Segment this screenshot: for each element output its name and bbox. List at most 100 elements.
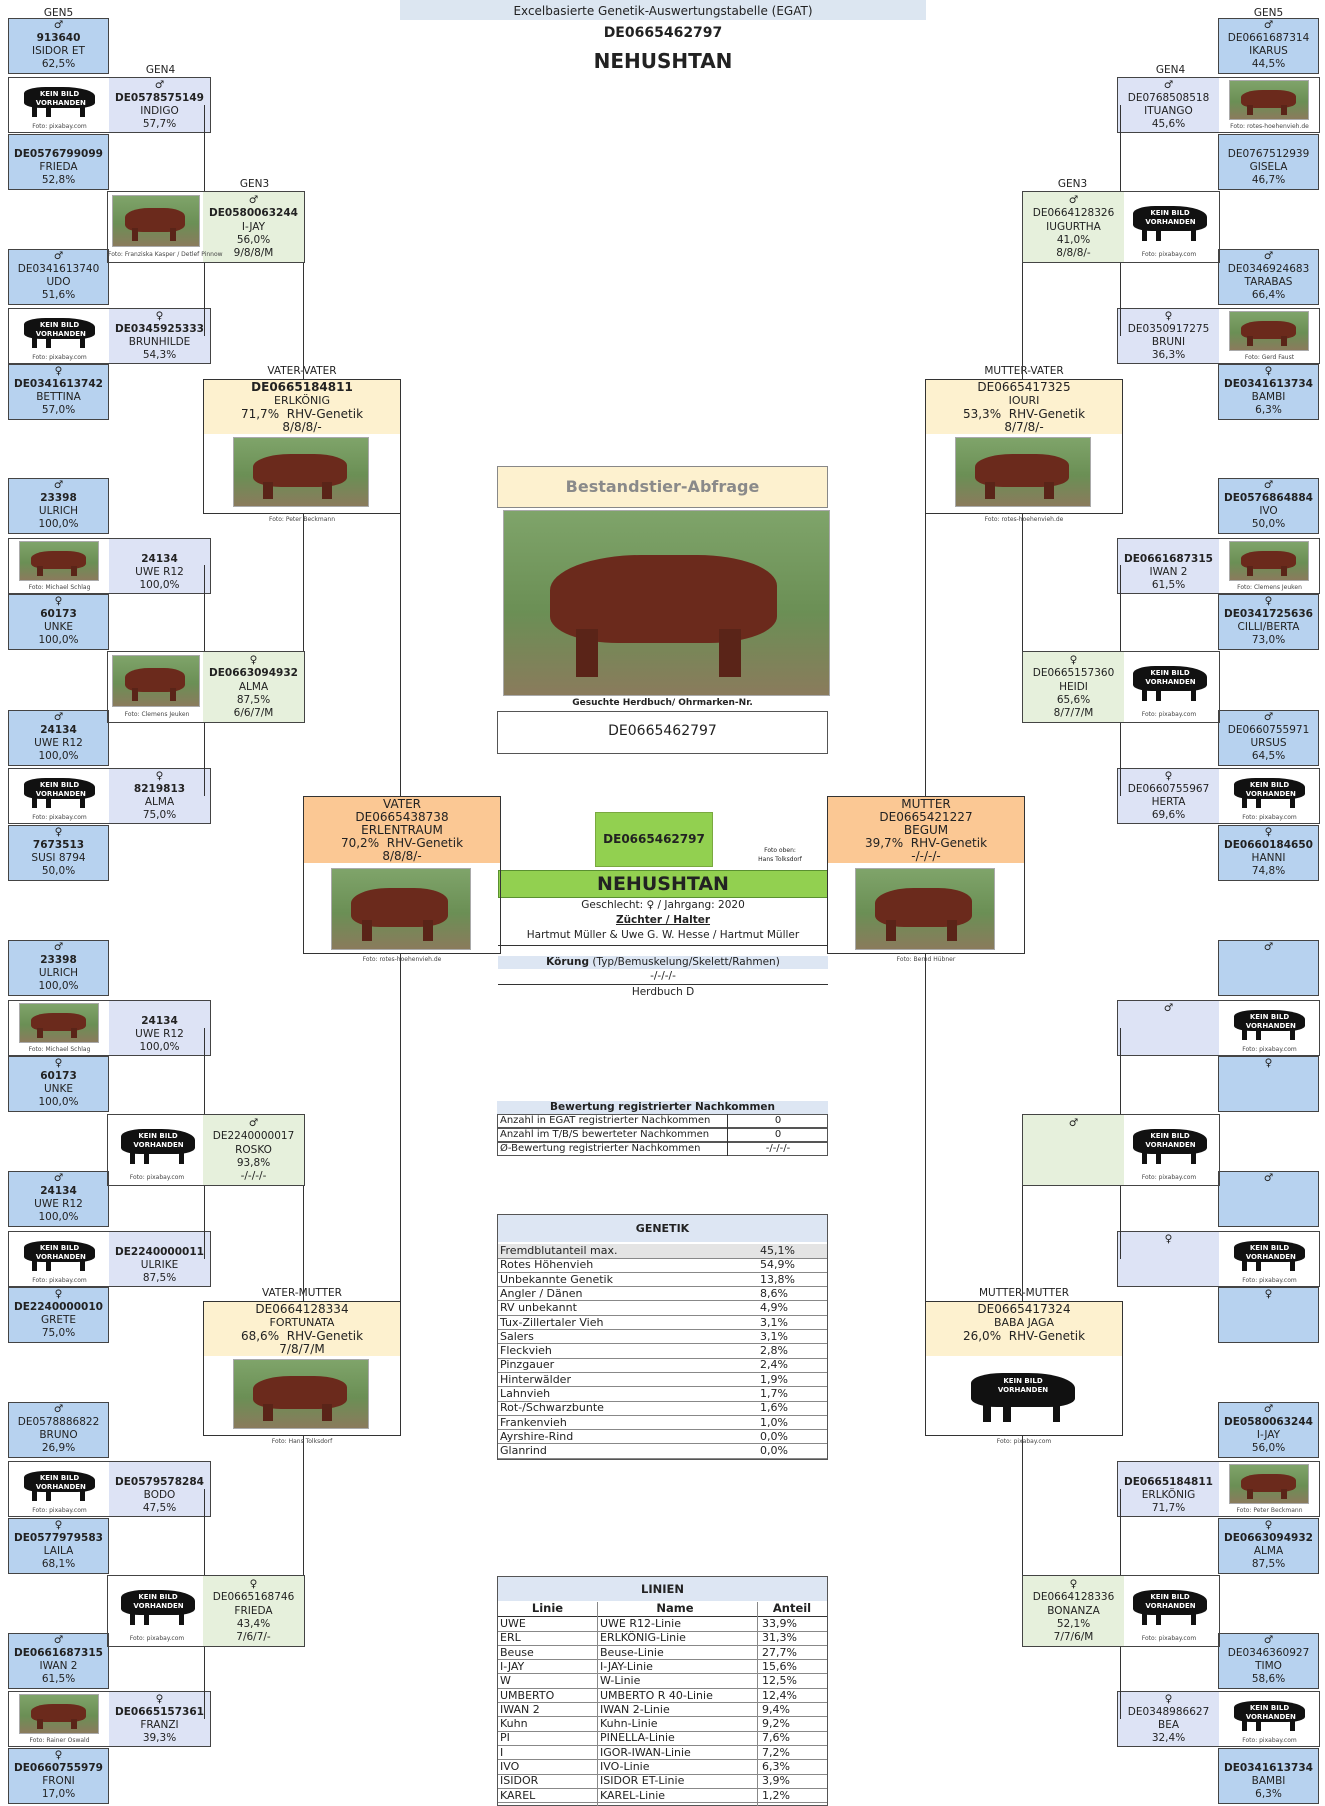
connector-line [204,263,205,336]
genetics-pct: 100,0% [38,518,79,530]
gen5-box-r7[interactable] [1218,710,1319,766]
parent-box-mutter[interactable] [827,796,1025,954]
sex-symbol: ♀ [1164,1233,1173,1245]
connector-line [303,263,304,379]
gen5-box-l14[interactable] [8,1518,109,1574]
animal-id: DE0665417324 [977,1302,1071,1316]
genetics-pct: 68,6% [240,1329,280,1343]
gen3-box-l1[interactable] [107,191,305,263]
linien-cell: 7,2% [762,1745,790,1759]
gen5-box-r12[interactable] [1218,1287,1319,1343]
gen5-box-l10[interactable] [8,1056,109,1112]
gen5-box-r6[interactable] [1218,594,1319,650]
gen5-box-l2[interactable] [8,134,109,190]
gen4-box-r7[interactable] [1117,1461,1320,1517]
gen5-box-r11[interactable] [1218,1171,1319,1227]
genetik-label: Frankenvieh [500,1415,567,1429]
gen4-box-r1[interactable] [1117,77,1320,133]
gen5-box-r10[interactable] [1218,1056,1319,1112]
gen5-box-l8[interactable] [8,825,109,881]
gen3-box-r3[interactable] [1022,1114,1220,1186]
gen3-box-l4[interactable] [107,1575,305,1647]
row-line [498,1400,827,1402]
gen5-box-l6[interactable] [8,594,109,650]
gen4-box-l1[interactable] [8,77,211,133]
parent-box-vater[interactable] [303,796,501,954]
gen4-box-r6[interactable] [1117,1231,1320,1287]
gen5-box-l3[interactable] [8,249,109,305]
gen3-info [1023,1576,1124,1646]
main-id-box [595,812,713,867]
gen5-box-r2[interactable] [1218,134,1319,190]
grandparent-box-mv[interactable] [925,379,1123,514]
gen3-box-l3[interactable] [107,1114,305,1186]
gen3-box-r2[interactable] [1022,651,1220,723]
gen5-box-r5[interactable] [1218,478,1319,534]
gen5-box-l11[interactable] [8,1171,109,1227]
animal-id: DE0580063244 [1224,1416,1313,1428]
gen5-box-l15[interactable] [8,1633,109,1689]
gen5-box-l12[interactable] [8,1287,109,1343]
gen5-box-r13[interactable] [1218,1402,1319,1458]
gen4-box-l6[interactable] [8,1231,211,1287]
animal-name: HERTA [1151,796,1186,808]
gen5-box-r9[interactable] [1218,940,1319,996]
genetics-pct: 6,3% [1255,404,1282,416]
photo-credit: Foto: pixabay.com [32,1277,87,1284]
gen3-box-r4[interactable] [1022,1575,1220,1647]
gen5-box-l7[interactable] [8,710,109,766]
gen5-box-r1[interactable] [1218,18,1319,74]
gen4-box-r2[interactable] [1117,308,1320,364]
gen5-box-r16[interactable] [1218,1748,1319,1804]
genetics-pct: 73,0% [1251,634,1286,646]
row-line [498,1371,827,1373]
gen5-box-l16[interactable] [8,1748,109,1804]
connector-line [1022,1436,1023,1575]
animal-name: IWAN 2 [1149,566,1188,578]
row-line [498,1429,827,1431]
scores: -/-/-/- [911,849,941,863]
gen5-box-l5[interactable] [8,478,109,534]
gen4-box-r5[interactable] [1117,1000,1320,1056]
gen5-box-r15[interactable] [1218,1633,1319,1689]
gen5-box-r8[interactable] [1218,825,1319,881]
animal-name: ULRICH [38,967,79,979]
gen4-box-l4[interactable] [8,768,211,824]
photo-credit: Foto: rotes-hoehenvieh.de [984,516,1064,523]
gen4-box-r3[interactable] [1117,538,1320,594]
gen4-box-l5[interactable] [8,1000,211,1056]
column-divider [727,1128,728,1142]
gen5-box-r14[interactable] [1218,1518,1319,1574]
gen5-box-r3[interactable] [1218,249,1319,305]
gen3-box-l2[interactable] [107,651,305,723]
gen4-box-l8[interactable] [8,1691,211,1747]
gen5-box-l13[interactable] [8,1402,109,1458]
grandparent-box-vm[interactable] [203,1301,401,1436]
linien-cell: 9,2% [762,1717,790,1731]
gen5-box-l1[interactable] [8,18,109,74]
gen4-box-l7[interactable] [8,1461,211,1517]
gen4-box-r8[interactable] [1117,1691,1320,1747]
genetics-pct: 65,6% [1056,694,1091,706]
gen4-info [1118,1001,1219,1055]
gen5-box-l4[interactable] [8,364,109,420]
query-input[interactable] [497,711,828,754]
gen5-box-r4[interactable] [1218,364,1319,420]
no-image-icon: KEIN BILD VORHANDEN [1126,1120,1214,1168]
genetics-pct: 57,7% [142,118,177,130]
gen4-info [1118,1692,1219,1746]
gen4-box-l2[interactable] [8,308,211,364]
grandparent-box-vv[interactable] [203,379,401,514]
grandparent-box-mm[interactable] [925,1301,1123,1436]
gen4-box-l3[interactable] [8,538,211,594]
sex-symbol: ♂ [1068,194,1079,206]
row-line [498,1414,827,1416]
sex-symbol: ♂ [1263,19,1274,31]
gen3-box-r1[interactable] [1022,191,1220,263]
offspring-label: Anzahl im T/B/S bewerteter Nachkommen [500,1129,710,1140]
photo-credit: Foto: rotes-hoehenvieh.de [362,956,442,963]
gen4-box-r4[interactable] [1117,768,1320,824]
animal-id: DE0767512939 [1227,148,1310,160]
gen5-box-l9[interactable] [8,940,109,996]
animal-id: 24134 [141,553,178,565]
